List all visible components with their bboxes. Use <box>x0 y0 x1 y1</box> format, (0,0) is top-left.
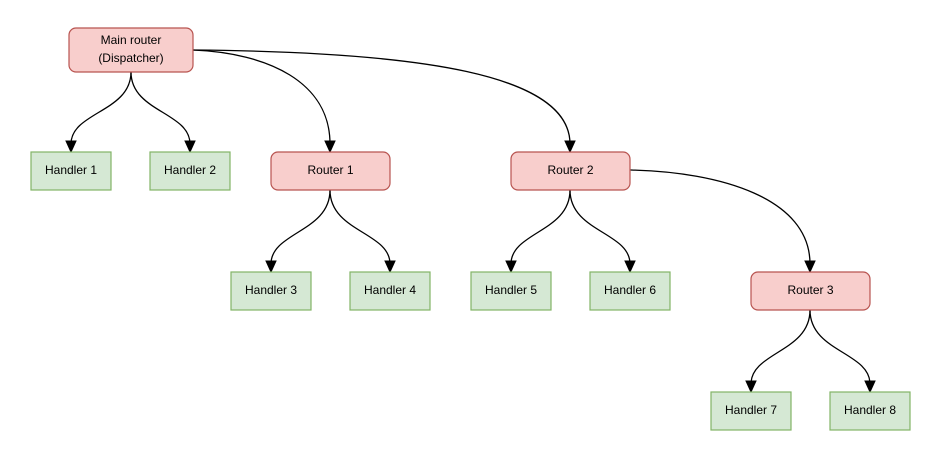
handler-8-box[interactable] <box>829 391 911 431</box>
handler-3-box[interactable] <box>230 271 312 311</box>
router-1-box[interactable] <box>270 151 391 191</box>
edge-router-1-to-handler-4[interactable] <box>329 189 396 274</box>
handler-4-box[interactable] <box>349 271 431 311</box>
edge-main-router-to-handler-2[interactable] <box>130 71 196 154</box>
arrow-head-icon <box>505 260 517 274</box>
arrow-head-icon <box>65 140 77 154</box>
edge-main-router-to-handler-1[interactable] <box>65 71 132 154</box>
arrow-head-icon <box>745 380 757 394</box>
edge-router-2-to-handler-5[interactable] <box>505 189 571 274</box>
node-handler-4[interactable]: Handler 4 <box>349 271 431 311</box>
router-3-box[interactable] <box>750 271 871 311</box>
arrow-head-icon <box>324 140 336 154</box>
edge-router-3-to-handler-7[interactable] <box>745 309 811 394</box>
node-handler-6[interactable]: Handler 6 <box>589 271 671 311</box>
node-main-router[interactable]: Main router (Dispatcher) <box>68 27 194 73</box>
edge-main-router-to-router-1[interactable] <box>192 49 336 154</box>
handler-8-label: Handler 8 <box>844 403 896 417</box>
edge-line <box>192 49 571 145</box>
handler-7-box[interactable] <box>710 391 792 431</box>
handler-5-box[interactable] <box>470 271 552 311</box>
edge-line <box>510 189 571 265</box>
edge-line <box>270 189 331 265</box>
node-router-3[interactable]: Router 3 <box>750 271 871 311</box>
main-router-label-secondary: (Dispatcher) <box>98 51 163 65</box>
edge-line <box>809 309 871 385</box>
handler-2-box[interactable] <box>149 151 231 191</box>
node-handler-7[interactable]: Handler 7 <box>710 391 792 431</box>
handler-7-label: Handler 7 <box>725 403 777 417</box>
node-handler-2[interactable]: Handler 2 <box>149 151 231 191</box>
node-router-2[interactable]: Router 2 <box>510 151 631 191</box>
handler-6-box[interactable] <box>589 271 671 311</box>
node-router-1[interactable]: Router 1 <box>270 151 391 191</box>
edge-line <box>329 189 391 265</box>
arrow-head-icon <box>624 260 636 274</box>
edge-line <box>630 169 811 265</box>
nodes-layer: Main router (Dispatcher) Handler 1 Handler … <box>30 27 911 431</box>
handler-4-label: Handler 4 <box>364 283 416 297</box>
handler-1-label: Handler 1 <box>45 163 97 177</box>
arrow-head-icon <box>184 140 196 154</box>
router-2-box[interactable] <box>510 151 631 191</box>
edge-main-router-to-router-2[interactable] <box>192 49 576 154</box>
router-3-label: Router 3 <box>787 283 833 297</box>
handler-6-label: Handler 6 <box>604 283 656 297</box>
handler-1-box[interactable] <box>30 151 112 191</box>
node-handler-8[interactable]: Handler 8 <box>829 391 911 431</box>
edges-layer <box>65 49 876 394</box>
arrow-head-icon <box>804 260 816 274</box>
arrow-head-icon <box>564 140 576 154</box>
node-handler-3[interactable]: Handler 3 <box>230 271 312 311</box>
node-handler-5[interactable]: Handler 5 <box>470 271 552 311</box>
edge-router-2-to-handler-6[interactable] <box>569 189 636 274</box>
edge-router-3-to-handler-8[interactable] <box>809 309 876 394</box>
edge-line <box>569 189 631 265</box>
edge-line <box>70 71 132 145</box>
edge-line <box>192 49 331 145</box>
edge-router-1-to-handler-3[interactable] <box>265 189 331 274</box>
handler-3-label: Handler 3 <box>245 283 297 297</box>
arrow-head-icon <box>864 380 876 394</box>
arrow-head-icon <box>265 260 277 274</box>
main-router-label: Main router <box>101 33 162 47</box>
handler-5-label: Handler 5 <box>485 283 537 297</box>
edge-line <box>750 309 811 385</box>
arrow-head-icon <box>384 260 396 274</box>
node-handler-1[interactable]: Handler 1 <box>30 151 112 191</box>
edge-line <box>130 71 191 145</box>
router-1-label: Router 1 <box>307 163 353 177</box>
router-2-label: Router 2 <box>547 163 593 177</box>
main-router-box[interactable] <box>68 27 194 73</box>
handler-2-label: Handler 2 <box>164 163 216 177</box>
edge-router-2-to-router-3[interactable] <box>630 169 816 274</box>
